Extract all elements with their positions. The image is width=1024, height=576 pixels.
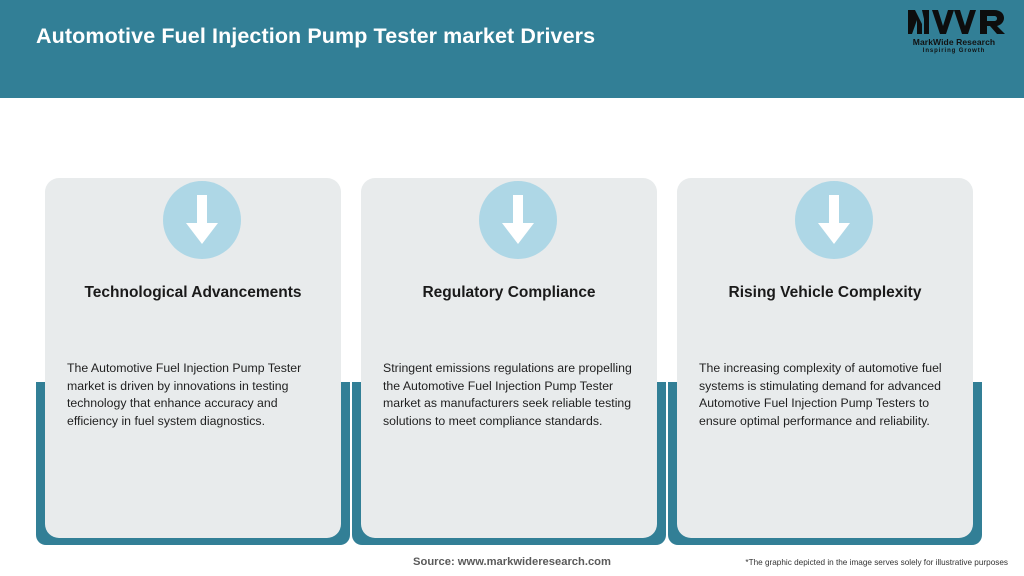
- down-arrow-icon: [795, 181, 873, 259]
- logo-company-name: MarkWide Research: [912, 37, 996, 47]
- down-arrow-icon: [163, 181, 241, 259]
- card-surface: Technological Advancements The Automotiv…: [45, 178, 341, 538]
- card-title: Technological Advancements: [84, 284, 302, 301]
- driver-card-1[interactable]: Technological Advancements The Automotiv…: [36, 142, 350, 546]
- card-title: Regulatory Compliance: [422, 284, 596, 301]
- card-surface: Regulatory Compliance Stringent emission…: [361, 178, 657, 538]
- page-title: Automotive Fuel Injection Pump Tester ma…: [36, 24, 596, 48]
- logo-tagline: Inspiring Growth: [922, 48, 986, 54]
- driver-card-2[interactable]: Regulatory Compliance Stringent emission…: [352, 142, 666, 546]
- card-surface: Rising Vehicle Complexity The increasing…: [677, 178, 973, 538]
- header-bar: Automotive Fuel Injection Pump Tester ma…: [0, 0, 1024, 98]
- down-arrow-icon: [479, 181, 557, 259]
- brand-logo: MarkWide Research Inspiring Growth: [902, 8, 1006, 60]
- disclaimer-note: *The graphic depicted in the image serve…: [745, 558, 1008, 567]
- logo-mark-icon: [902, 8, 1006, 36]
- card-body-text: Stringent emissions regulations are prop…: [383, 361, 632, 428]
- card-body-text: The increasing complexity of automotive …: [699, 361, 942, 428]
- card-title: Rising Vehicle Complexity: [728, 284, 922, 301]
- source-label: Source: www.markwideresearch.com: [413, 556, 611, 568]
- card-body-text: The Automotive Fuel Injection Pump Teste…: [67, 361, 302, 428]
- driver-card-3[interactable]: Rising Vehicle Complexity The increasing…: [668, 142, 982, 546]
